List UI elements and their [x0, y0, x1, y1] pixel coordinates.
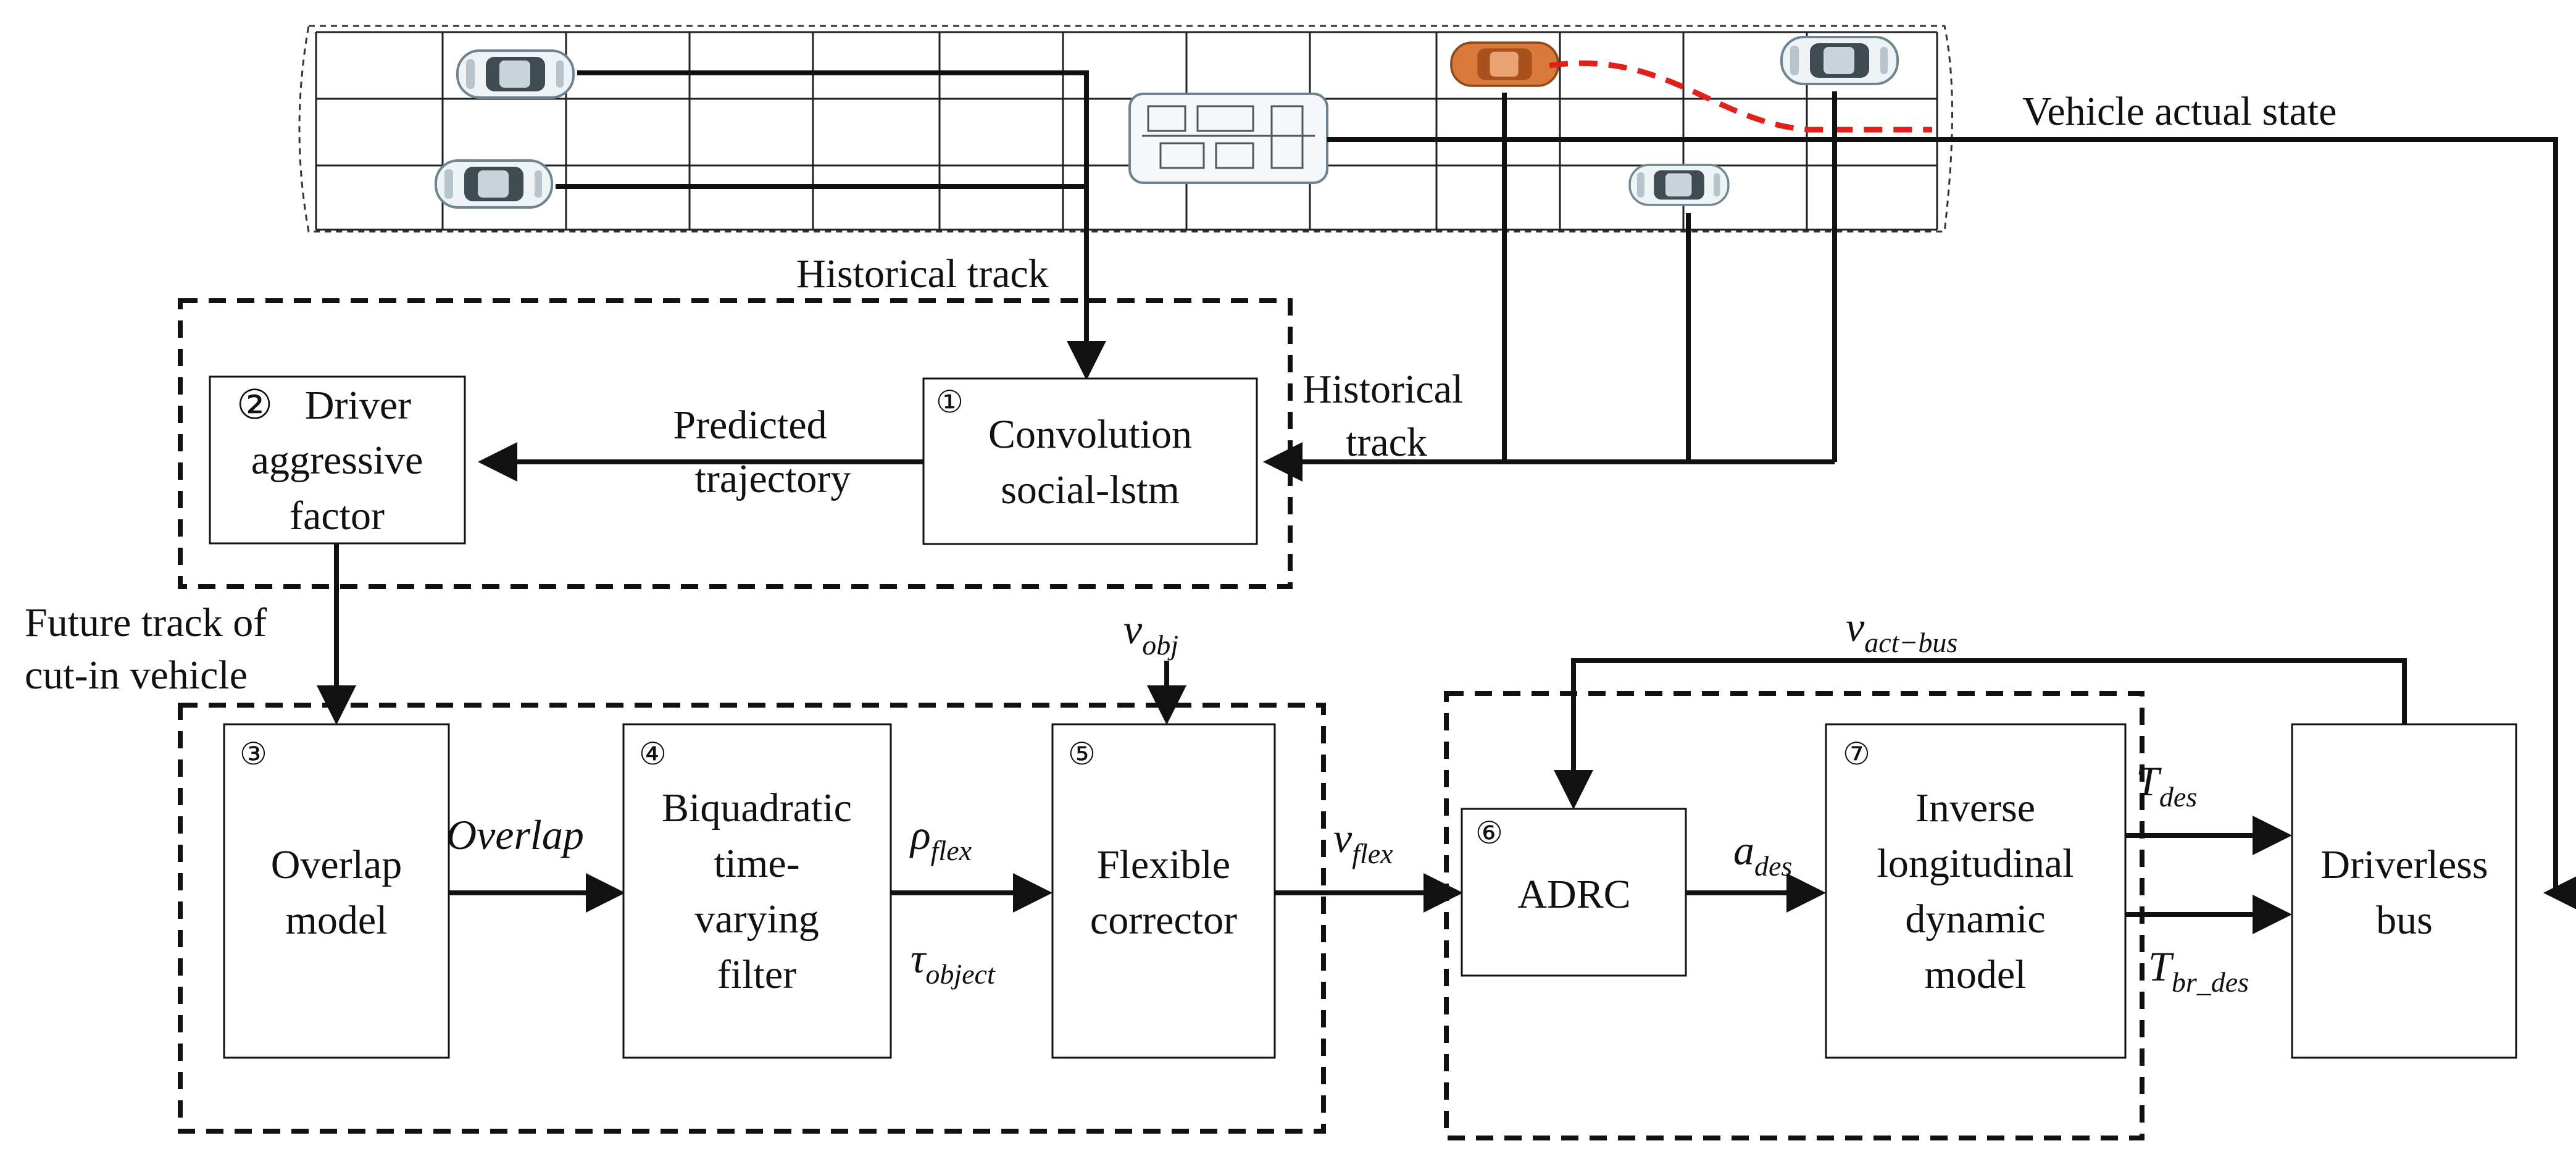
block-convolution-social-lstm	[922, 377, 1258, 545]
block-biquadratic-filter	[622, 723, 892, 1059]
block-flexible-corrector	[1051, 723, 1276, 1059]
block-4-line3: varying	[694, 897, 819, 942]
label-t-des: Tdes	[2136, 758, 2197, 813]
block-7-line2: longitudinal	[1877, 841, 2074, 886]
block-4-line4: filter	[717, 952, 796, 997]
block-5-line2: corrector	[1090, 898, 1237, 943]
label-a-des: ades	[1733, 827, 1792, 882]
road-boundary	[298, 25, 1953, 233]
block-2-line1: Driver	[305, 383, 411, 428]
cut-in-car-icon	[1450, 41, 1559, 87]
surrounding-car-icon	[1628, 164, 1730, 206]
label-future-track-2: cut-in vehicle	[25, 653, 248, 698]
block-7-line1: Inverse	[1915, 785, 2035, 830]
label-overlap: Overlap	[446, 811, 584, 858]
block-3-line1: Overlap	[271, 842, 402, 887]
label-v-obj: vobj	[1123, 606, 1178, 661]
flow-labels: Vehicle actual state Historical track Hi…	[25, 89, 2336, 998]
block-5-number: ⑤	[1068, 737, 1096, 771]
block-3-number: ③	[240, 737, 267, 771]
block-6-number: ⑥	[1475, 816, 1503, 850]
label-t-br-des: Tbr_des	[2148, 943, 2249, 998]
prediction-group	[178, 298, 1293, 589]
connectors	[317, 70, 2576, 934]
block-4-line1: Biquadratic	[662, 785, 852, 830]
block-overlap-model	[223, 723, 450, 1059]
block-7-number: ⑦	[1843, 737, 1870, 771]
label-v-act-bus: vact−bus	[1846, 603, 1957, 658]
block-2-number: ②	[236, 383, 273, 428]
label-predicted-1: Predicted	[673, 403, 827, 448]
label-vehicle-actual-state: Vehicle actual state	[2022, 89, 2336, 134]
block-3-line2: model	[286, 898, 388, 943]
block-5-line1: Flexible	[1097, 842, 1230, 887]
control-group	[1444, 691, 2145, 1140]
ego-bus-icon	[1128, 93, 1328, 184]
road-grid	[315, 31, 1938, 231]
block-2-line3: factor	[290, 493, 385, 538]
label-future-track-1: Future track of	[25, 600, 267, 645]
block-7-line3: dynamic	[1905, 897, 2045, 942]
block-1-number: ①	[936, 385, 964, 419]
block-text: ① Convolution social-lstm ② Driver aggre…	[236, 383, 2488, 997]
label-predicted-2: trajectory	[695, 456, 851, 501]
block-2-line2: aggressive	[251, 438, 423, 483]
cut-in-path	[1549, 60, 1932, 133]
blocks	[209, 375, 2517, 1059]
surrounding-car-icon	[1780, 36, 1899, 85]
label-historical-track-top: Historical track	[796, 251, 1049, 296]
block-6-line1: ADRC	[1517, 872, 1630, 917]
block-8-line1: Driverless	[2320, 842, 2488, 887]
label-rho-flex: ρflex	[909, 811, 972, 866]
block-driver-aggressive-factor	[209, 375, 466, 545]
block-inverse-dynamic-model	[1825, 723, 2127, 1059]
label-tau-object: τobject	[911, 935, 996, 990]
label-historical-track-right-1: Historical	[1303, 367, 1463, 412]
road-scene	[298, 25, 1953, 233]
surrounding-car-icon	[456, 49, 575, 99]
label-historical-track-right-2: track	[1346, 420, 1427, 465]
block-8-line2: bus	[2376, 898, 2433, 943]
block-1-line1: Convolution	[988, 412, 1192, 457]
label-v-flex: vflex	[1333, 814, 1393, 869]
block-4-line2: time-	[714, 841, 799, 886]
block-adrc	[1461, 808, 1687, 977]
block-4-number: ④	[639, 737, 667, 771]
group-boxes	[178, 298, 2145, 1140]
block-7-line4: model	[1925, 952, 2027, 997]
flexible-correction-group	[178, 703, 1326, 1134]
block-driverless-bus	[2291, 723, 2517, 1059]
block-1-line2: social-lstm	[1001, 467, 1180, 512]
surrounding-car-icon	[435, 159, 553, 209]
